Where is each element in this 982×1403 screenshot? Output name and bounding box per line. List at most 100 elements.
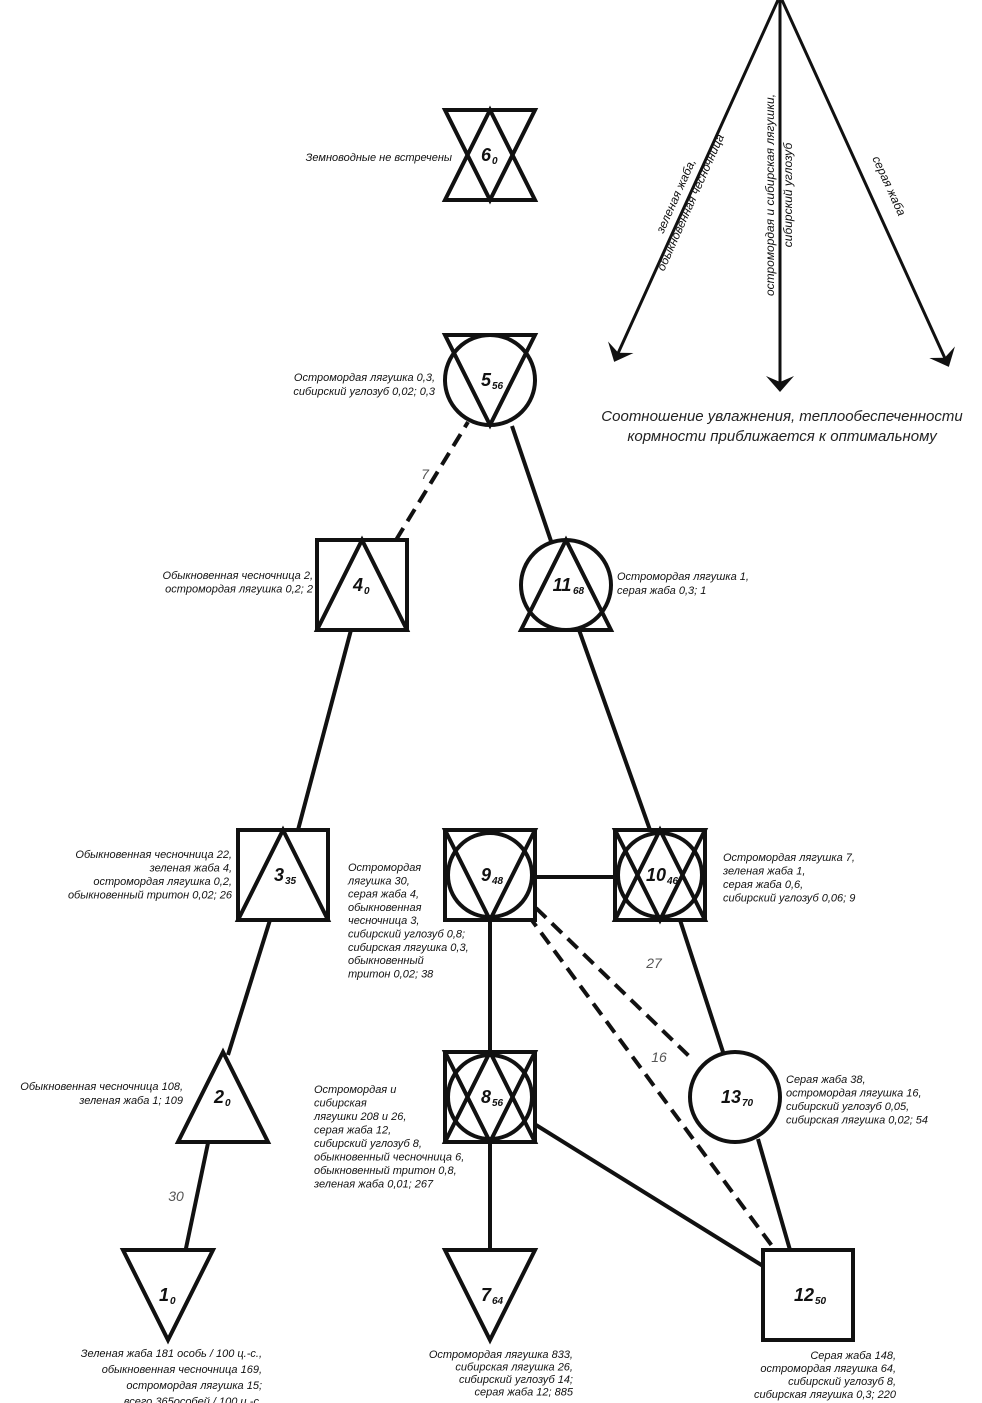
node-8-species-line: зеленая жаба 0,01; 267 bbox=[313, 1179, 434, 1191]
edge-label-10-13: 27 bbox=[645, 955, 663, 971]
node-3-number: 3 bbox=[274, 865, 284, 885]
node-8-species-line: сибирский углозуб 8, bbox=[314, 1138, 422, 1150]
node-3-triangle-up bbox=[234, 825, 332, 922]
node-4-species-line: Обыкновенная чесночница 2, bbox=[163, 570, 313, 582]
node-3-species-line: зеленая жаба 4, bbox=[149, 863, 232, 875]
node-8-subscript: 56 bbox=[492, 1098, 504, 1109]
node-8-species-line: лягушки 208 и 26, bbox=[313, 1111, 406, 1123]
node-11-number: 11 bbox=[553, 575, 572, 595]
edge-2-3-solid bbox=[226, 919, 272, 1056]
gradient-caption-line1: Соотношение увлажнения, теплообеспеченно… bbox=[601, 408, 963, 425]
node-1-species-line: остромордая лягушка 15; bbox=[126, 1380, 262, 1392]
node-1-species-line: всего 365особей / 100 ц.-с. bbox=[124, 1396, 262, 1403]
node-12-subscript: 50 bbox=[815, 1296, 827, 1307]
node-3-species-line: остромордая лягушка 0,2, bbox=[93, 876, 232, 888]
node-10-number: 10 bbox=[646, 865, 666, 885]
node-7-number: 7 bbox=[481, 1285, 492, 1305]
node-11-species-line: серая жаба 0,3; 1 bbox=[617, 585, 706, 597]
node-11-subscript: 68 bbox=[573, 586, 585, 597]
node-9-species-line: сибирская лягушка 0,3, bbox=[348, 942, 469, 954]
node-9-subscript: 48 bbox=[491, 876, 504, 887]
node-9-number: 9 bbox=[481, 865, 491, 885]
node-5-species-line: Остромордая лягушка 0,3, bbox=[294, 372, 435, 384]
node-3-subscript: 35 bbox=[285, 876, 297, 887]
node-1-species-line: Зеленая жаба 181 особь / 100 ц.-с., bbox=[81, 1348, 262, 1360]
node-10-species-line: сибирский углозуб 0,06; 9 bbox=[723, 893, 855, 905]
node-2-species-label: Обыкновенная чесночница 108, зеленая жаба… bbox=[20, 1081, 183, 1107]
arrow-label-middle-line2: сибирский углозуб bbox=[781, 142, 795, 248]
node-13-species-line: Серая жаба 38, bbox=[786, 1074, 866, 1086]
node-4-square bbox=[315, 538, 409, 632]
node-4-species-line: остромордая лягушка 0,2; 2 bbox=[165, 584, 313, 596]
gradient-caption-line2: кормности приближается к оптимальному bbox=[627, 428, 938, 445]
node-12-species-line: сибирская лягушка 0,3; 220 bbox=[754, 1389, 897, 1401]
edge-13-12-solid bbox=[756, 1138, 792, 1251]
node-13-subscript: 70 bbox=[742, 1098, 754, 1109]
arrow-right bbox=[780, 0, 955, 367]
edge-label-9-12: 16 bbox=[651, 1049, 667, 1065]
node-2-species-line: Обыкновенная чесночница 108, bbox=[20, 1081, 183, 1093]
node-7-subscript: 64 bbox=[492, 1296, 504, 1307]
node-10-subscript: 46 bbox=[666, 876, 679, 887]
node-9-species-line: лягушка 30, bbox=[347, 875, 410, 887]
node-9-species-line: серая жаба 4, bbox=[348, 889, 419, 901]
node-5-species-label: Остромордая лягушка 0,3, сибирский углозу… bbox=[293, 372, 435, 398]
node-2-triangle-up bbox=[174, 1047, 272, 1144]
edge-11-10-solid bbox=[576, 626, 652, 831]
node-5-subscript: 56 bbox=[492, 381, 504, 392]
node-10-species-label: Остромордая лягушка 7,зеленая жаба 1,сер… bbox=[722, 852, 855, 905]
node-9-species-line: чесночница 3, bbox=[348, 915, 420, 927]
node-1-species-line: обыкновенная чесночница 169, bbox=[102, 1364, 262, 1376]
node-5-triangle-down bbox=[441, 333, 539, 430]
node-13-species-line: сибирский углозуб 0,05, bbox=[786, 1101, 909, 1113]
node-9-triangle-down bbox=[441, 828, 539, 925]
edge-8-12-solid bbox=[534, 1123, 765, 1268]
node-4-number: 4 bbox=[352, 575, 363, 595]
node-10-species-line: зеленая жаба 1, bbox=[722, 866, 805, 878]
node-6-species-line: Земноводные не встречены bbox=[306, 152, 452, 164]
node-7-triangle-down bbox=[441, 1248, 539, 1345]
node-3-square bbox=[236, 828, 330, 922]
edge-label-1-2: 30 bbox=[168, 1188, 184, 1204]
node-4-triangle-up bbox=[313, 535, 411, 632]
node-7-species-line: сибирская лягушка 26, bbox=[455, 1362, 573, 1374]
node-1-triangle-down bbox=[119, 1248, 217, 1345]
node-8-species-line: обыкновенный чесночница 6, bbox=[314, 1152, 464, 1164]
node-2-subscript: 0 bbox=[225, 1098, 231, 1109]
node-9-species-line: обыкновенная bbox=[348, 902, 422, 914]
edge-3-4-solid bbox=[296, 629, 353, 831]
node-13-number: 13 bbox=[721, 1087, 741, 1107]
node-12-species-line: Серая жаба 148, bbox=[810, 1350, 896, 1362]
edge-10-13-solid bbox=[678, 919, 725, 1053]
node-5-number: 5 bbox=[481, 370, 492, 390]
node-9-species-line: тритон 0,02; 38 bbox=[348, 968, 434, 980]
node-3-species-label: Обыкновенная чесночница 22, зеленая жаба … bbox=[68, 849, 233, 902]
node-7-species-line: сибирский углозуб 14; bbox=[459, 1374, 573, 1386]
node-5-species-line: сибирский углозуб 0,02; 0,3 bbox=[293, 386, 435, 398]
node-2-species-line: зеленая жаба 1; 109 bbox=[78, 1095, 183, 1107]
node-9-species-line: обыкновенный bbox=[348, 955, 424, 967]
node-3-species-line: обыкновенный тритон 0,02; 26 bbox=[68, 890, 233, 902]
node-12-number: 12 bbox=[794, 1285, 814, 1305]
node-13-species-line: сибирская лягушка 0,02; 54 bbox=[786, 1115, 928, 1127]
edge-4-5-dashed bbox=[394, 420, 470, 542]
node-3-species-line: Обыкновенная чесночница 22, bbox=[75, 849, 232, 861]
edge-9-12-dashed bbox=[526, 913, 777, 1252]
node-6-subscript: 0 bbox=[492, 156, 498, 167]
node-10-triangle-down bbox=[611, 828, 709, 925]
node-6-triangle-down bbox=[441, 108, 539, 205]
gradient-arrows: зеленая жаба, обыкновенная чесночница ос… bbox=[601, 0, 963, 445]
node-12-species-line: сибирский углозуб 8, bbox=[788, 1376, 896, 1388]
node-9-species-line: сибирский углозуб 0,8; bbox=[348, 929, 465, 941]
